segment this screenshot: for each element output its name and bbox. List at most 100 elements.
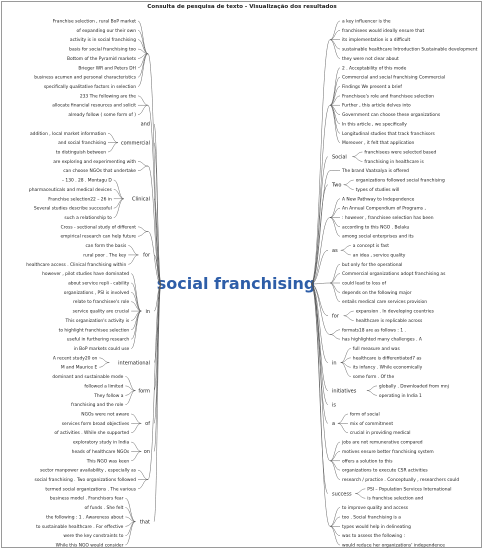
leaf-phrase: Longitudinal studies that track franchis… (342, 131, 436, 137)
branch-label: in (332, 360, 337, 366)
leaf-phrase: service quality are crucial (73, 309, 130, 315)
leaf-connector (137, 48, 149, 54)
leaf-phrase: of funds . She felt (85, 505, 124, 511)
leaf-phrase: they were not clear about (342, 56, 399, 62)
leaf-connector (99, 357, 110, 363)
branch-label: on (144, 449, 150, 455)
leaf-connector (329, 76, 341, 106)
branch-label: as (332, 248, 338, 254)
leaf-connector (329, 95, 341, 106)
leaf-phrase: can choose NGOs that undertake (63, 168, 136, 174)
leaf-connector (329, 207, 341, 218)
leaf-connector (125, 507, 136, 522)
leaf-phrase: and social franchising (58, 140, 106, 146)
leaf-connector (137, 95, 149, 106)
leaf-phrase: NGOs were not aware (81, 412, 129, 418)
branch-connector (147, 104, 162, 285)
leaf-phrase: franchisees were selected based (364, 150, 436, 156)
leaf-connector (329, 86, 341, 106)
leaf-phrase: however , pilot studies have dominated (42, 271, 129, 277)
leaf-phrase: empirical research can help future (60, 234, 136, 240)
branch-label: commercial (121, 140, 150, 146)
leaf-phrase: Bottom of the Pyramid markets (67, 56, 137, 62)
leaf-phrase: relate to franchisee's role (73, 299, 129, 305)
leaf-connector (329, 282, 341, 293)
leaf-phrase: franchising in healthcare is (364, 159, 424, 165)
leaf-phrase: full measure and was (353, 346, 401, 352)
leaf-phrase: organizations , PSI is involved (64, 290, 130, 296)
branch-label: for (143, 253, 151, 259)
leaf-connector (137, 226, 149, 232)
branch-label: and (141, 122, 150, 128)
leaf-phrase: franchisees would ideally ensure that (342, 28, 424, 34)
leaf-connector (329, 460, 341, 480)
leaf-phrase: according to this NGO . Belaku (342, 224, 409, 230)
leaf-connector (340, 250, 351, 256)
leaf-connector (99, 362, 110, 368)
leaf-phrase: They follow a (93, 393, 124, 399)
leaf-phrase: While this NGO would consider (56, 543, 124, 549)
leaf-phrase: A recent study20 on (53, 355, 98, 361)
leaf-phrase: such a relationship to (64, 215, 112, 221)
branch-label: initiatives (332, 388, 357, 394)
leaf-phrase: organizations to execute CSR activities (342, 468, 428, 474)
leaf-phrase: addition , local market information (30, 131, 106, 137)
leaf-connector (340, 348, 351, 363)
leaf-connector (107, 142, 119, 153)
leaf-phrase: types would help in delineating (342, 524, 411, 530)
branch-connector (310, 39, 331, 285)
leaf-phrase: about service repli - cability (68, 281, 129, 287)
leaf-connector (107, 133, 119, 143)
window-title: Consulta de pesquisa de texto - Visualiz… (147, 4, 337, 10)
leaf-connector (329, 329, 341, 335)
leaf-connector (329, 451, 341, 462)
leaf-phrase: is franchise selection and (367, 496, 423, 502)
leaf-phrase: franchising and the role (71, 402, 124, 408)
leaf-phrase: Cross - sectional study of different (61, 224, 137, 230)
leaf-phrase: Franchise selection , rural BoP market (53, 19, 137, 25)
leaf-phrase: already follow ( some form of ) (68, 112, 136, 118)
leaf-connector (352, 151, 363, 157)
leaf-phrase: has highlighted many challenges . A (342, 337, 422, 343)
branch-connector (147, 283, 162, 480)
leaf-connector (131, 282, 142, 312)
leaf-phrase: some form . Of the (353, 374, 395, 380)
leaf-phrase: of expanding our their own (77, 28, 137, 34)
branch-connector (153, 283, 162, 391)
leaf-connector (113, 198, 124, 209)
branch-label: in (145, 309, 150, 315)
leaf-connector (131, 441, 142, 452)
leaf-phrase: Brieger WR and Peters DH (78, 65, 136, 71)
leaf-connector (329, 30, 341, 40)
leaf-phrase: can form the basis (86, 243, 128, 249)
leaf-connector (340, 362, 351, 377)
leaf-phrase: its implementation is a difficult (342, 37, 410, 43)
leaf-connector (131, 292, 142, 312)
leaf-connector (125, 497, 136, 522)
leaf-phrase: research / practice . Conceptually , res… (342, 477, 459, 483)
leaf-connector (340, 357, 351, 363)
leaf-connector (125, 521, 136, 546)
leaf-phrase: 233 The following are the (80, 93, 136, 99)
leaf-connector (128, 245, 139, 256)
leaf-phrase: entails medical care services provision (342, 299, 427, 305)
leaf-phrase: rural poor . The key (83, 252, 126, 258)
keyword: social franchising (157, 274, 316, 293)
leaf-phrase: globally . Downloaded from mnj (379, 383, 449, 389)
leaf-phrase: jobs are not remunerative compared (341, 440, 423, 446)
branch-connector (147, 165, 162, 285)
leaf-phrase: was to assess the following : (342, 533, 405, 539)
branch-label: of (145, 421, 150, 427)
leaf-phrase: too . Social franchising is a (342, 514, 401, 520)
leaf-connector (137, 161, 149, 167)
leaf-phrase: – 130 . 28 . Montagu D (62, 178, 113, 184)
leaf-phrase: to improve quality and access (342, 505, 409, 511)
leaf-connector (128, 254, 139, 265)
leaf-connector (137, 30, 149, 54)
leaf-connector (337, 413, 348, 424)
branch-connector (310, 283, 331, 462)
leaf-phrase: are exploring and experimenting with (53, 159, 136, 165)
leaf-phrase: offers a solution to this (342, 458, 393, 464)
branch-connector (153, 283, 162, 424)
